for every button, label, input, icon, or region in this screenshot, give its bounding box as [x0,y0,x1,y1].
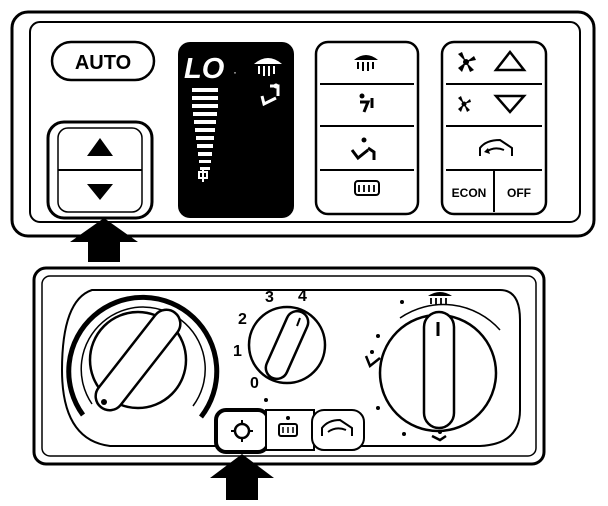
face-vent-mode-button[interactable] [359,93,374,113]
fan-speed-knob[interactable]: 0 1 2 3 4 [233,288,327,402]
econ-button[interactable]: ECON [452,186,487,200]
fan-off-dot [264,398,268,402]
fan-knob-grip [264,309,310,381]
rear-defrost-manual-icon [278,416,298,437]
mode-dial-arc [399,303,501,331]
panel-outer-frame [10,10,596,238]
foot-vent-mode-button[interactable] [350,137,376,161]
mode-dot-4 [402,432,406,436]
manual-climate-panel: 0 1 2 3 4 [32,266,546,466]
mode-defrost-icon [428,292,452,305]
auto-button[interactable]: AUTO [50,40,156,82]
off-label: OFF [507,186,531,200]
recirculation-icon [479,138,513,156]
panel-inner-frame [29,21,581,223]
fan-speed-0: 0 [250,375,259,392]
mode-dot-1 [400,300,404,304]
manual-panel-recess [60,289,521,447]
display-fan-icon [198,168,208,182]
fan-up-button[interactable] [458,49,527,72]
manual-panel-inner-frame [41,275,537,457]
fan-knob-indicator [296,317,301,327]
mode-dot-2 [376,334,380,338]
fan-up-icon [493,49,527,72]
mode-knob-grip [422,310,456,430]
manual-panel-outer-frame [32,266,546,466]
econ-label: ECON [452,186,487,200]
mode-dot-3 [376,406,380,410]
air-mode-knob[interactable] [364,292,501,442]
temperature-knob-grip [94,308,182,412]
off-button[interactable]: OFF [507,186,531,200]
rear-defrost-button[interactable] [354,180,380,196]
display-bar-graph [192,88,218,170]
pointer-arrow-icon [210,454,274,500]
mode-foot-vent-icon [431,430,447,442]
bottom-button-row [214,408,365,454]
fan-speed-2: 2 [238,311,247,328]
recirculation-manual-button[interactable] [311,409,365,451]
automatic-climate-panel: AUTO LO · [10,10,596,238]
fan-icon [458,52,476,72]
mode-face-vent-icon [364,350,381,369]
fan-down-button[interactable] [458,94,527,114]
fan-icon-small [458,96,471,112]
temperature-knob[interactable] [66,294,220,419]
defrost-icon [354,55,378,71]
display-screen: LO · [178,42,294,218]
recirculation-manual-icon [321,418,353,436]
temperature-dial-arc [66,294,220,419]
mode-button-group [314,40,420,216]
fan-speed-3: 3 [265,289,274,306]
temp-down-icon[interactable] [87,184,113,200]
fan-button-group: ECON OFF [440,40,548,216]
display-unit-dot: · [233,65,237,79]
face-vent-icon [359,93,374,113]
fan-speed-1: 1 [233,343,242,360]
display-temperature: LO [184,53,225,85]
pointer-arrow-icon [70,218,138,262]
auto-button-label: AUTO [75,52,131,74]
fan-speed-4: 4 [298,288,307,305]
temperature-dial-arc-inner [80,306,206,407]
rear-defrost-manual-button[interactable] [265,409,315,451]
fan-down-icon [493,94,527,114]
display-vent-mode-icon [260,83,280,107]
foot-vent-icon [350,137,376,161]
rear-defrost-icon [354,180,380,196]
temp-up-icon[interactable] [87,138,113,156]
ac-snowflake-icon [231,420,253,442]
recirculation-button[interactable] [479,138,513,156]
temperature-control [46,120,154,220]
ac-button[interactable] [214,408,270,454]
defrost-mode-button[interactable] [354,55,378,71]
temperature-knob-indicator [101,399,107,405]
display-defrost-icon [254,58,282,76]
